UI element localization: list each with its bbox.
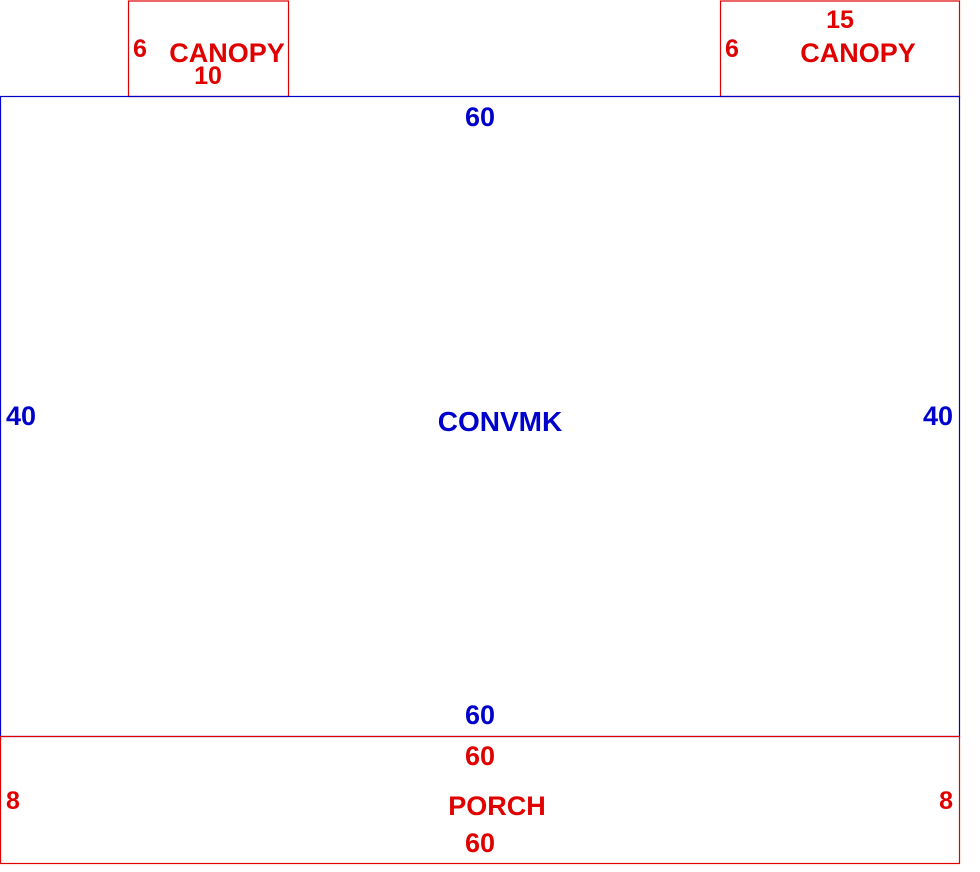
main-right-dim: 40 [923, 401, 953, 431]
main-area-label: CONVMK [438, 406, 562, 437]
porch-outline [0, 735, 961, 865]
porch: 60 8 8 PORCH 60 [0, 735, 961, 865]
canopy-right: 15 6 CANOPY [719, 0, 961, 98]
porch-top-dim: 60 [465, 741, 495, 771]
canopy-right-top-dim: 15 [826, 6, 854, 34]
porch-label: PORCH [448, 791, 546, 821]
main-top-dim: 60 [465, 102, 495, 132]
porch-left-dim: 8 [6, 787, 20, 815]
main-structure: 60 40 40 CONVMK 60 [0, 95, 961, 738]
main-left-dim: 40 [6, 401, 36, 431]
canopy-right-left-dim: 6 [725, 35, 739, 63]
canopy-left: 6 CANOPY 10 [127, 0, 290, 98]
canopy-left-left-dim: 6 [133, 35, 147, 63]
canopy-left-bottom-dim: 10 [194, 62, 222, 90]
canopy-right-label: CANOPY [800, 38, 916, 68]
canopy-left-label: CANOPY [169, 38, 285, 68]
porch-right-dim: 8 [939, 787, 953, 815]
porch-bottom-dim: 60 [465, 828, 495, 858]
main-bottom-dim: 60 [465, 700, 495, 730]
